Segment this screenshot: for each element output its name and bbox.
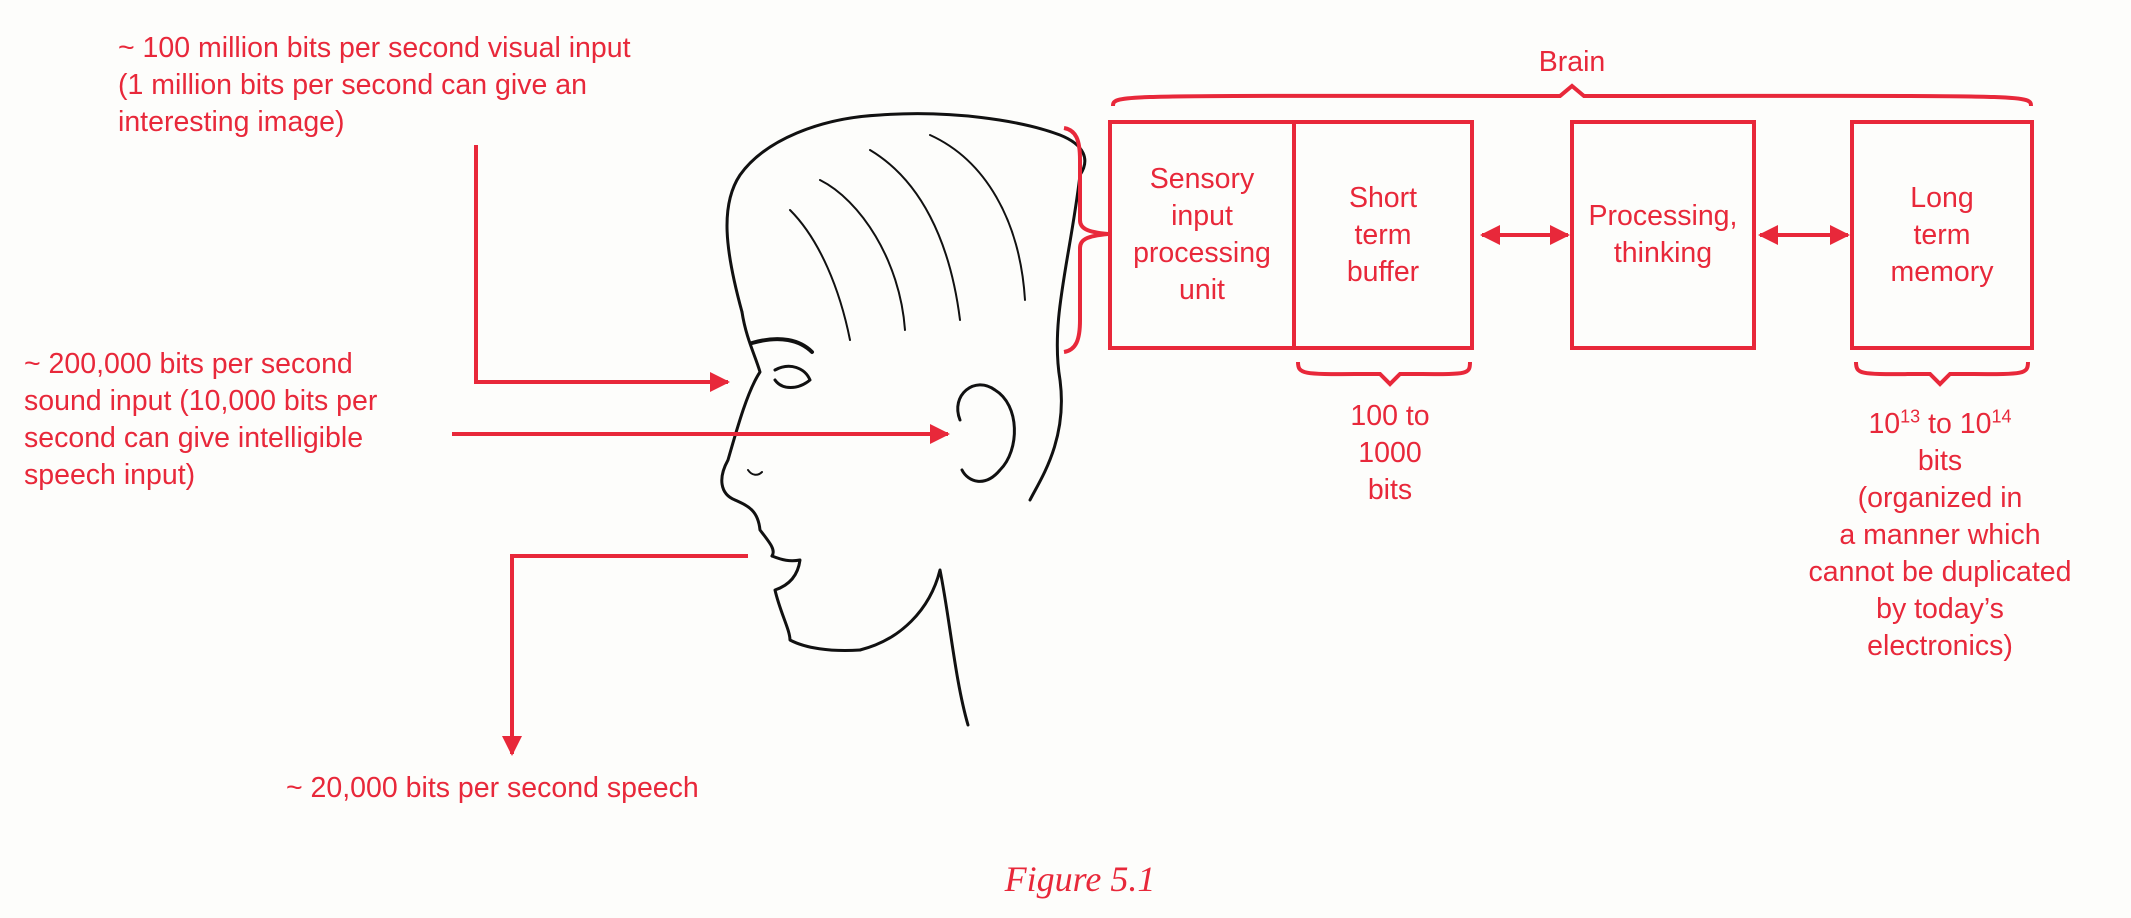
eyebrow [750,337,814,354]
brain-label: Brain [1538,46,1606,78]
head-profile [720,112,1087,727]
ear-outline [956,383,1016,483]
speech-output-arrow [502,554,748,756]
nostril [747,469,763,476]
sound-input-label: ~ 200,000 bits per second sound input (1… [24,348,378,491]
brain-brace [1111,83,2033,107]
memory-brace [1854,361,2030,387]
memory-capacity-range: 1013 to 1014 [1868,406,2012,441]
connectors [452,83,2033,756]
processing-thinking-box: Processing, thinking [1570,120,1756,350]
hair-outline [725,112,1087,314]
jaw-neck-outline [858,568,970,727]
sensory-input-processing-unit-box: Sensory input processing unit [1108,120,1296,350]
forehead-nose-outline [720,310,775,558]
visual-input-arrow [474,145,730,392]
memory-capacity-label: 1013 to 1014 bits (organized in a manner… [1780,406,2100,665]
back-of-head-outline [1028,173,1082,502]
eye [773,364,812,389]
long-term-memory-box: Long term memory [1850,120,2034,350]
hair-strands [789,134,1026,341]
lips-chin-outline [770,554,862,652]
buffer-brace [1296,361,1472,387]
visual-input-label: ~ 100 million bits per second visual inp… [118,32,631,138]
short-term-buffer-box: Short term buffer [1292,120,1474,350]
buffer-capacity-label: 100 to 1000 bits [1350,400,1430,506]
speech-output-label: ~ 20,000 bits per second speech [286,772,699,804]
figure-caption: Figure 5.1 [1004,859,1156,899]
